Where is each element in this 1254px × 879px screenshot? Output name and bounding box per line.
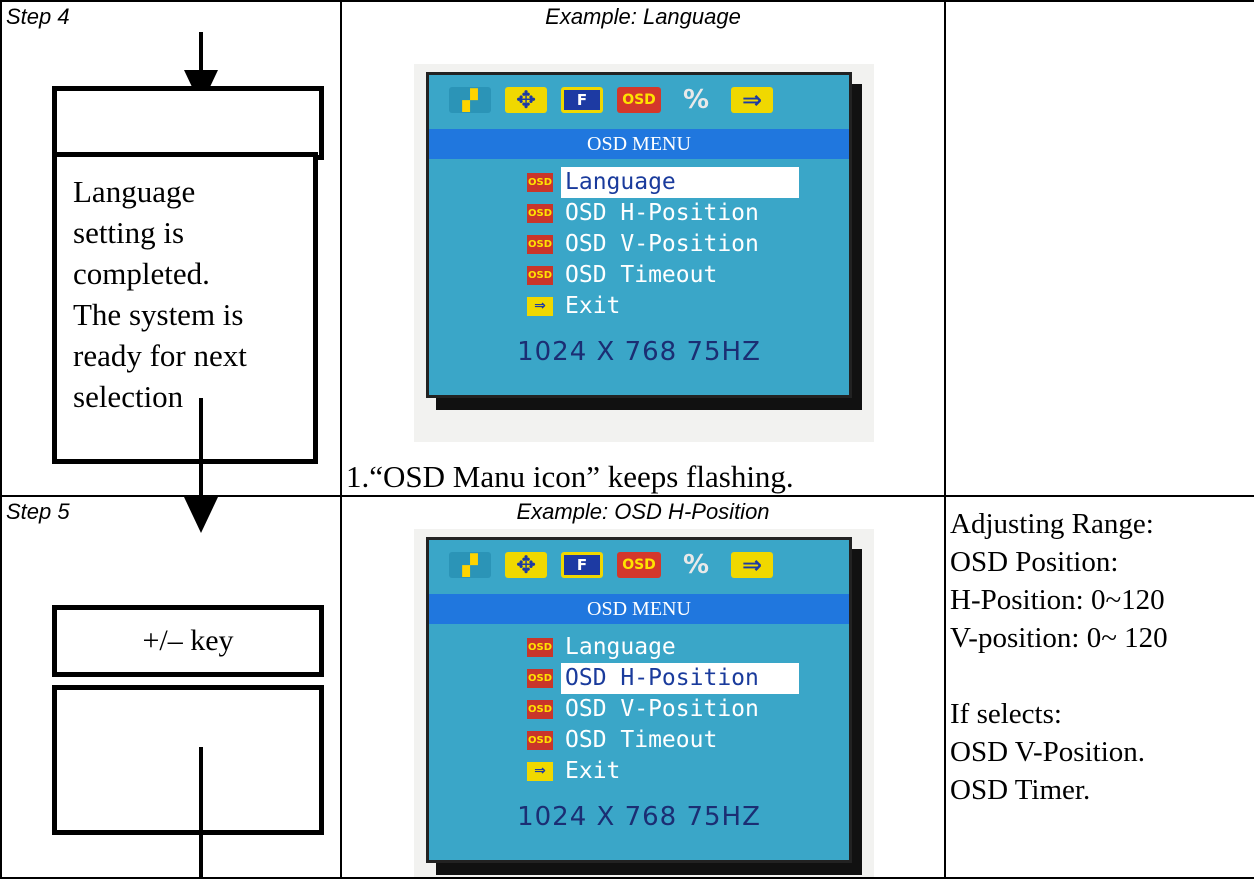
osd-item-h-position[interactable]: OSD OSD H-Position xyxy=(527,663,799,694)
osd-item-exit[interactable]: ⇒ Exit xyxy=(527,291,799,322)
function-icon: F xyxy=(561,552,603,578)
step-5-row: Step 5 +/– key Example: OSD H-Position ▞… xyxy=(0,495,1254,879)
step-label: Step 5 xyxy=(6,499,70,524)
osd-menu-list: OSD Language OSD OSD H-Position OSD OSD V-P… xyxy=(527,632,799,787)
flow-line xyxy=(199,32,203,74)
range-line: H-Position: 0~120 xyxy=(950,584,1165,616)
osd-item-label: Language xyxy=(565,634,676,660)
osd-title: OSD MENU xyxy=(429,129,849,159)
range-line: OSD Timer. xyxy=(950,774,1091,806)
step-5-notes-cell: Adjusting Range: OSD Position: H-Positio… xyxy=(944,495,1254,879)
box-text-line: Language xyxy=(73,174,196,209)
osd-item-h-position[interactable]: OSD OSD H-Position xyxy=(527,198,799,229)
osd-item-label: OSD V-Position xyxy=(565,231,759,257)
range-line: OSD Position: xyxy=(950,546,1119,578)
osd-item-icon: OSD xyxy=(527,638,553,657)
osd-item-timeout[interactable]: OSD OSD Timeout xyxy=(527,725,799,756)
example-label: Example: OSD H-Position xyxy=(516,499,770,524)
osd-icon: OSD xyxy=(617,552,661,578)
range-line: V-position: 0~ 120 xyxy=(950,622,1168,654)
osd-item-label: OSD V-Position xyxy=(565,696,759,722)
exit-icon: ⇒ xyxy=(731,86,773,114)
step-4-row: Step 4 Language setting is completed. Th… xyxy=(0,0,1254,528)
range-line: Adjusting Range: xyxy=(950,508,1154,540)
osd-resolution: 1024 X 768 75HZ xyxy=(517,802,761,832)
position-icon: ✥ xyxy=(505,551,547,579)
flow-line xyxy=(199,747,203,879)
osd-item-label: OSD H-Position xyxy=(561,663,799,694)
exit-icon: ⇒ xyxy=(527,762,553,781)
osd-item-label: OSD Timeout xyxy=(565,262,718,288)
osd-item-v-position[interactable]: OSD OSD V-Position xyxy=(527,229,799,260)
flow-box-language-complete: Language setting is completed. The syste… xyxy=(52,152,318,464)
box-text-line: ready for next xyxy=(73,338,247,373)
osd-menu-list: OSD Language OSD OSD H-Position OSD OSD V-P… xyxy=(527,167,799,322)
osd-icon-bar: ▞ ✥ F OSD % ⇒ xyxy=(449,85,773,115)
color-icon: ▞ xyxy=(449,87,491,113)
range-line: If selects: xyxy=(950,698,1062,730)
example-label: Example: Language xyxy=(545,4,741,29)
box-text-line: The system is xyxy=(73,297,244,332)
osd-icon-bar: ▞ ✥ F OSD % ⇒ xyxy=(449,550,773,580)
osd-item-language[interactable]: OSD Language xyxy=(527,167,799,198)
osd-item-label: Language xyxy=(561,167,799,198)
osd-item-label: Exit xyxy=(565,758,621,784)
step-4-example-cell: Example: Language ▞ ✥ F OSD % ⇒ OSD MENU… xyxy=(340,0,946,497)
color-icon: ▞ xyxy=(449,552,491,578)
percent-icon: % xyxy=(682,550,710,580)
step-4-notes-cell xyxy=(944,0,1254,497)
note-text: 1.“OSD Manu icon” keeps flashing. xyxy=(346,459,794,494)
osd-item-icon: OSD xyxy=(527,235,553,254)
function-icon: F xyxy=(561,87,603,113)
osd-item-v-position[interactable]: OSD OSD V-Position xyxy=(527,694,799,725)
osd-title: OSD MENU xyxy=(429,594,849,624)
box-text-line: completed. xyxy=(73,256,210,291)
osd-icon: OSD xyxy=(617,87,661,113)
osd-item-icon: OSD xyxy=(527,266,553,285)
osd-item-label: OSD Timeout xyxy=(565,727,718,753)
exit-icon: ⇒ xyxy=(527,297,553,316)
osd-item-timeout[interactable]: OSD OSD Timeout xyxy=(527,260,799,291)
flow-box xyxy=(52,86,324,160)
osd-item-icon: OSD xyxy=(527,700,553,719)
box-text-line: setting is xyxy=(73,215,185,250)
flow-box xyxy=(52,685,324,835)
osd-item-language[interactable]: OSD Language xyxy=(527,632,799,663)
step-5-flow-cell: Step 5 +/– key xyxy=(0,495,342,879)
osd-resolution: 1024 X 768 75HZ xyxy=(517,337,761,367)
osd-item-exit[interactable]: ⇒ Exit xyxy=(527,756,799,787)
box-text-line: selection xyxy=(73,379,184,414)
percent-icon: % xyxy=(682,85,710,115)
adjusting-range-notes: Adjusting Range: OSD Position: H-Positio… xyxy=(946,497,1254,809)
osd-item-label: OSD H-Position xyxy=(565,200,759,226)
key-label: +/– key xyxy=(142,624,234,657)
flow-line xyxy=(199,398,203,528)
step-4-flow-cell: Step 4 Language setting is completed. Th… xyxy=(0,0,342,528)
exit-icon: ⇒ xyxy=(731,551,773,579)
osd-item-label: Exit xyxy=(565,293,621,319)
position-icon: ✥ xyxy=(505,86,547,114)
range-line xyxy=(950,657,1254,695)
step-label: Step 4 xyxy=(6,4,70,29)
step-5-example-cell: Example: OSD H-Position ▞ ✥ F OSD % ⇒ OS… xyxy=(340,495,946,879)
plus-minus-key-box: +/– key xyxy=(52,605,324,677)
osd-item-icon: OSD xyxy=(527,204,553,223)
range-line: OSD V-Position. xyxy=(950,736,1146,768)
osd-item-icon: OSD xyxy=(527,669,553,688)
osd-item-icon: OSD xyxy=(527,173,553,192)
osd-item-icon: OSD xyxy=(527,731,553,750)
